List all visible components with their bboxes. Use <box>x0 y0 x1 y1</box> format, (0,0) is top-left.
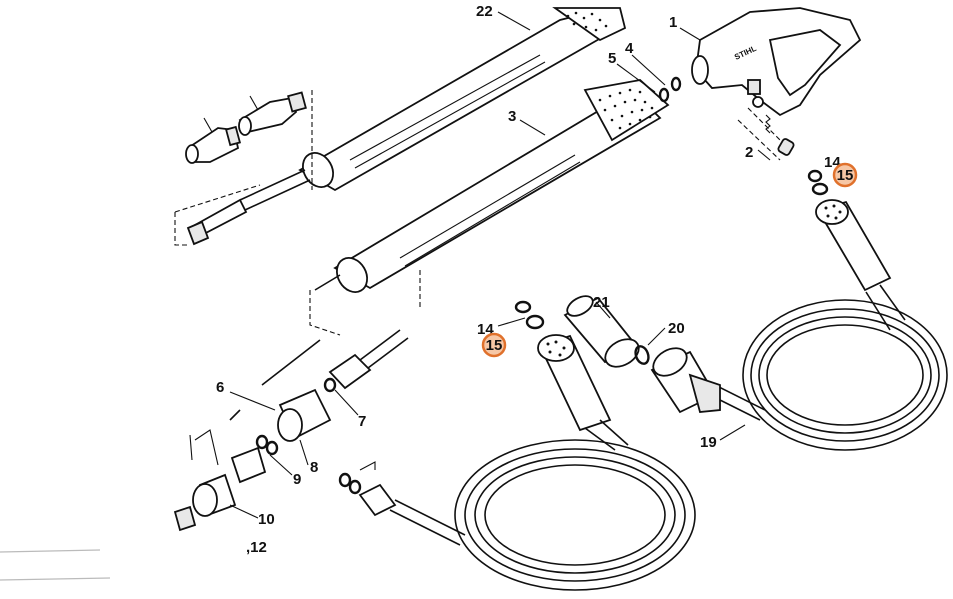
label-20: 22 <box>476 3 493 20</box>
hose-fitting-left <box>537 334 612 432</box>
plug-connector-left <box>338 461 397 517</box>
hose-coil-17 <box>699 284 948 451</box>
label-10: 10 <box>258 511 275 528</box>
valve-parts-2 <box>737 96 795 161</box>
coupling-19 <box>563 295 640 368</box>
nozzle-assembly-6-12 <box>173 329 409 532</box>
lance-20 <box>174 7 627 246</box>
label-12: ,12 <box>246 539 267 556</box>
label-19: 21 <box>593 294 610 311</box>
label-9: 9 <box>293 471 301 488</box>
nozzle-22 <box>185 125 242 164</box>
nozzle-21 <box>238 91 307 136</box>
o-rings-4-5 <box>658 76 682 103</box>
label-2: 2 <box>745 144 753 161</box>
label-8: 8 <box>310 459 318 476</box>
leader-lines <box>203 11 771 519</box>
label-18: 20 <box>668 320 685 337</box>
edge-lines <box>0 549 111 581</box>
lance-3 <box>309 79 670 336</box>
label-4: 4 <box>625 40 634 57</box>
o-ring-18 <box>634 345 650 365</box>
label-7: 7 <box>358 413 366 430</box>
o-rings-14-15-right <box>807 169 829 196</box>
label-5: 5 <box>608 50 616 67</box>
label-3: 3 <box>508 108 516 125</box>
hose-connector <box>650 347 721 414</box>
label-1: 1 <box>669 14 677 31</box>
label-15-left: 15 <box>486 337 503 354</box>
hose-fitting-right <box>815 199 892 292</box>
spray-gun-1: STIHL <box>691 7 862 117</box>
label-6: 6 <box>216 379 224 396</box>
label-15-right: 15 <box>837 167 854 184</box>
part-numbers: 22 1 4 5 3 2 14 21 14 20 6 7 19 8 9 10 ,… <box>216 3 841 556</box>
label-17: 19 <box>700 434 717 451</box>
highlight-callout-15-left: 15 <box>481 332 507 358</box>
highlight-callout-15-right: 15 <box>832 162 858 188</box>
o-rings-14-15-left <box>514 300 545 330</box>
hose-coil-left <box>389 419 696 591</box>
